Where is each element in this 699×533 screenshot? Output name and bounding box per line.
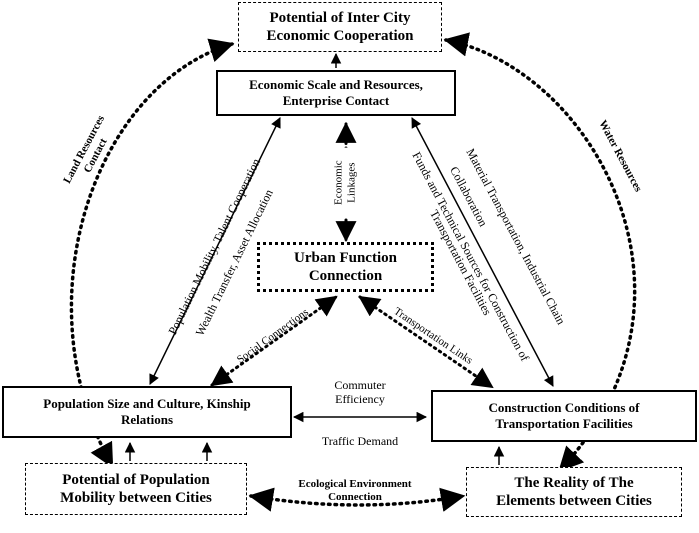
potential-population-mobility-label: Potential of Population Mobility between… <box>60 472 212 506</box>
ecological-environment-label: Ecological Environment Connection <box>298 478 412 503</box>
commuter-efficiency-label: Commuter Efficiency <box>334 378 386 406</box>
material-transportation-arrow <box>411 117 554 387</box>
potential-population-mobility-box: Potential of Population Mobility between… <box>25 463 247 515</box>
potential-inter-city-label: Potential of Inter City Economic Coopera… <box>266 10 414 44</box>
ecological-environment-arc <box>248 487 466 512</box>
economic-scale-box: Economic Scale and Resources, Enterprise… <box>216 70 456 116</box>
economic-scale-label: Economic Scale and Resources, Enterprise… <box>249 77 423 108</box>
social-connections-arrow <box>210 295 338 387</box>
urban-function-box: Urban Function Connection <box>257 242 434 292</box>
water-resources-arc <box>443 32 637 472</box>
population-mobility-arrow <box>149 117 281 385</box>
population-size-label: Population Size and Culture, Kinship Rel… <box>43 396 251 427</box>
urban-function-label: Urban Function Connection <box>294 250 397 284</box>
reality-elements-box: The Reality of The Elements between Citi… <box>466 467 682 517</box>
potential-inter-city-box: Potential of Inter City Economic Coopera… <box>238 2 442 52</box>
construction-conditions-label: Construction Conditions of Transportatio… <box>488 400 640 431</box>
economic-linkages-label: Economic Linkages <box>332 147 358 218</box>
traffic-demand-label: Traffic Demand <box>321 434 399 448</box>
population-size-box: Population Size and Culture, Kinship Rel… <box>2 386 292 438</box>
reality-elements-label: The Reality of The Elements between Citi… <box>496 475 652 509</box>
construction-conditions-box: Construction Conditions of Transportatio… <box>431 390 697 442</box>
transportation-links-arrow <box>358 295 494 389</box>
